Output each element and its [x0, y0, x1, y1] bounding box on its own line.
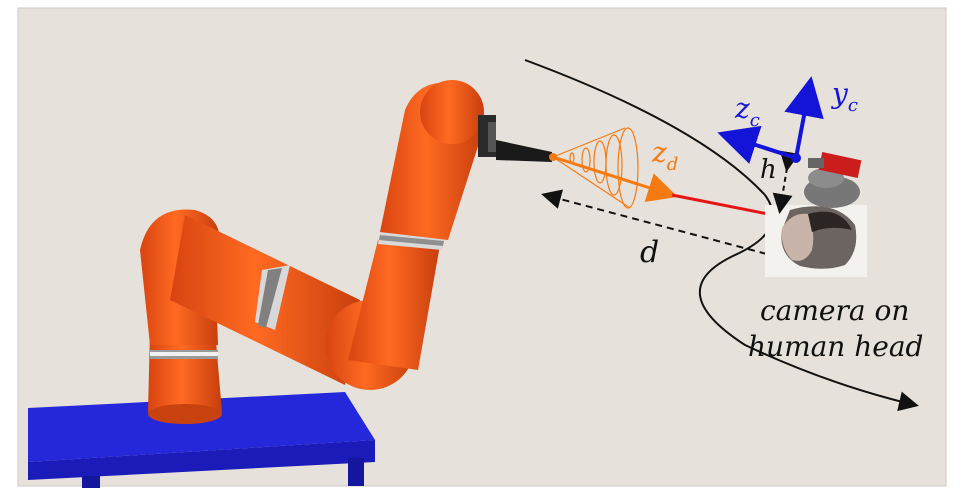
caption-line-2: human head [748, 330, 923, 363]
human-head-image [765, 205, 867, 277]
caption-line-1: camera on [760, 294, 909, 327]
distance-label: d [640, 235, 659, 270]
height-label: h [760, 155, 777, 185]
